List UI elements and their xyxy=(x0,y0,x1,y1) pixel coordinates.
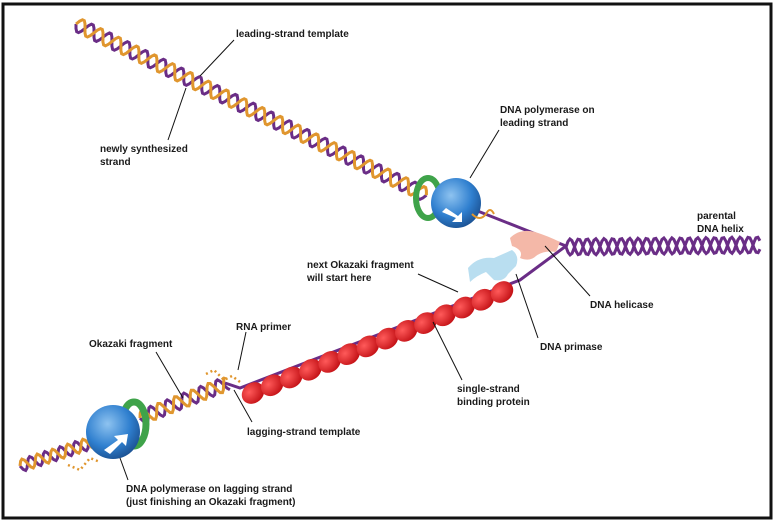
dna-primase xyxy=(468,250,518,282)
ssb-protein xyxy=(452,296,475,319)
ssb-protein xyxy=(414,312,437,334)
label-dna-helicase: DNA helicase xyxy=(590,300,654,311)
label-polymerase-lagging-2: (just finishing an Okazaki fragment) xyxy=(126,497,295,508)
lagging-helix-old-strand-2 xyxy=(18,433,100,470)
lagging-helix-old-strand-1 xyxy=(18,434,103,473)
ssb-protein xyxy=(299,358,322,381)
ssb-protein xyxy=(241,382,265,404)
label-next-okazaki: next Okazaki fragment xyxy=(307,260,414,271)
label-leading-strand-template: leading-strand template xyxy=(236,29,349,40)
single-strand-binding-proteins xyxy=(241,281,514,404)
ssb-protein xyxy=(260,374,284,397)
label-ssb: single-strand xyxy=(457,384,520,395)
okazaki-fragment-helix-strand-1 xyxy=(138,377,231,425)
dna-strands xyxy=(18,18,762,473)
label-polymerase-leading-2: leading strand xyxy=(500,118,568,129)
label-polymerase-leading: DNA polymerase on xyxy=(500,105,595,116)
ssb-protein xyxy=(318,351,341,373)
direction-arrow-icon xyxy=(104,434,128,454)
label-parental-helix-2: DNA helix xyxy=(697,224,744,235)
rna-primer-old xyxy=(67,456,101,472)
label-parental-helix: parental xyxy=(697,211,736,222)
direction-arrow-icon xyxy=(442,208,462,222)
leading-new-strand-tail xyxy=(471,209,495,219)
label-okazaki-fragment: Okazaki fragment xyxy=(89,339,173,350)
label-polymerase-lagging: DNA polymerase on lagging strand xyxy=(126,484,292,495)
label-ssb-2: binding protein xyxy=(457,397,530,408)
ssb-protein xyxy=(433,304,456,327)
label-rna-primer: RNA primer xyxy=(236,322,291,333)
leading-helix-strand-1 xyxy=(74,22,428,202)
okazaki-fragment-helix-strand-2 xyxy=(138,376,227,421)
dna-helicase xyxy=(510,230,560,260)
ssb-protein xyxy=(375,327,399,350)
label-next-okazaki-2: will start here xyxy=(306,273,372,284)
parental-helix-strand-2 xyxy=(564,235,762,257)
label-lagging-template: lagging-strand template xyxy=(247,427,361,438)
dna-polymerase-leading xyxy=(431,178,481,228)
ssb-protein xyxy=(280,366,303,389)
rna-primer xyxy=(205,368,241,383)
ssb-protein xyxy=(471,288,495,311)
label-dna-primase: DNA primase xyxy=(540,342,603,353)
leading-helix-strand-2 xyxy=(75,18,428,197)
ssb-protein xyxy=(490,281,514,303)
dna-polymerase-lagging xyxy=(86,405,140,459)
label-newly-synthesized-strand: newly synthesized xyxy=(100,144,188,155)
leader-lines xyxy=(119,39,591,481)
label-newly-synthesized-strand-2: strand xyxy=(100,157,131,168)
ssb-protein xyxy=(337,343,360,366)
ssb-protein xyxy=(356,335,380,358)
ssb-protein xyxy=(395,319,418,342)
